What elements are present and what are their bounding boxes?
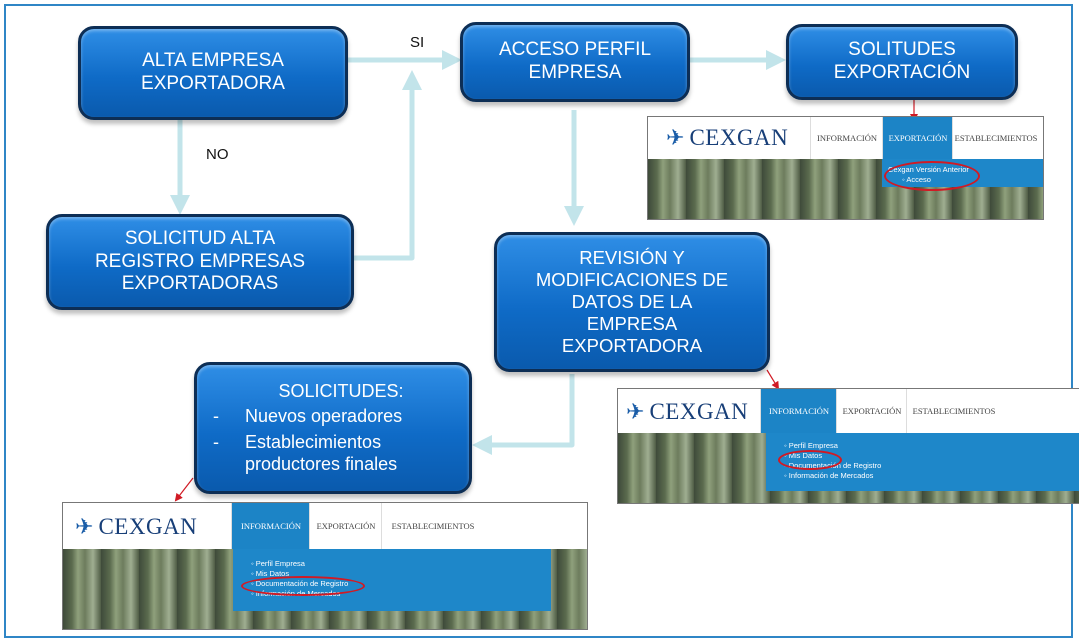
box-alta-empresa: ALTA EMPRESA EXPORTADORA — [78, 26, 348, 120]
tab-exportacion[interactable]: EXPORTACIÓN — [836, 389, 907, 433]
box-revision: REVISIÓN Y MODIFICACIONES DE DATOS DE LA… — [494, 232, 770, 372]
box-solitudes-exportacion: SOLITUDES EXPORTACIÓN — [786, 24, 1018, 100]
box-acceso-perfil: ACCESO PERFIL EMPRESA — [460, 22, 690, 102]
solicitudes-title: SOLICITUDES: — [278, 380, 404, 401]
screenshot-info-menu-mis-datos: ✈ CEXGAN INFORMACIÓN EXPORTACIÓN ESTABLE… — [617, 388, 1079, 504]
tab-establecimientos[interactable]: ESTABLECIMIENTOS — [952, 117, 1039, 159]
solicitudes-item: -Establecimientos productores finales — [213, 432, 398, 474]
cexgan-bird-icon: ✈ — [75, 514, 94, 539]
tab-informacion[interactable]: INFORMACIÓN — [231, 503, 310, 549]
cexgan-logo: ✈ CEXGAN — [75, 514, 198, 539]
highlight-ellipse — [778, 450, 842, 470]
arrow-solicitud-to-acceso — [354, 70, 422, 261]
menu-item-mis-datos[interactable]: ◦ Mis Datos — [251, 569, 290, 579]
menu-item-perfil-empresa[interactable]: ◦ Perfil Empresa — [784, 441, 838, 450]
cexgan-logo: ✈ CEXGAN — [666, 125, 789, 150]
cexgan-bird-icon: ✈ — [626, 399, 645, 424]
solicitudes-item: -Nuevos operadores — [213, 406, 403, 427]
tab-establecimientos[interactable]: ESTABLECIMIENTOS — [381, 503, 484, 549]
cexgan-logo: ✈ CEXGAN — [626, 399, 749, 424]
red-pointer-3 — [174, 477, 194, 502]
diagram-frame — [4, 4, 1073, 638]
box-solicitudes: SOLICITUDES: -Nuevos operadores -Estable… — [194, 362, 472, 494]
tab-establecimientos[interactable]: ESTABLECIMIENTOS — [906, 389, 1001, 433]
tab-informacion[interactable]: INFORMACIÓN — [810, 117, 883, 159]
edge-label-si: SI — [410, 34, 425, 51]
arrow-revision-to-solicitudes — [472, 374, 575, 455]
edge-label-no: NO — [206, 146, 229, 163]
screenshot-export-menu: ✈ CEXGAN INFORMACIÓN EXPORTACIÓN ESTABLE… — [647, 116, 1044, 220]
box-solicitud-alta: SOLICITUD ALTA REGISTRO EMPRESAS EXPORTA… — [46, 214, 354, 310]
menu-item-informacion-mercados[interactable]: ◦ Información de Mercados — [784, 471, 874, 481]
screenshot-info-menu-documentacion: ✈ CEXGAN INFORMACIÓN EXPORTACIÓN ESTABLE… — [62, 502, 588, 630]
highlight-ellipse — [884, 161, 980, 191]
menu-item-perfil-empresa[interactable]: ◦ Perfil Empresa — [251, 559, 305, 568]
tab-exportacion[interactable]: EXPORTACIÓN — [882, 117, 953, 159]
highlight-ellipse — [241, 576, 365, 596]
cexgan-bird-icon: ✈ — [666, 125, 685, 150]
tab-exportacion[interactable]: EXPORTACIÓN — [309, 503, 382, 549]
tab-informacion[interactable]: INFORMACIÓN — [760, 389, 837, 433]
red-pointer-2 — [766, 369, 780, 390]
